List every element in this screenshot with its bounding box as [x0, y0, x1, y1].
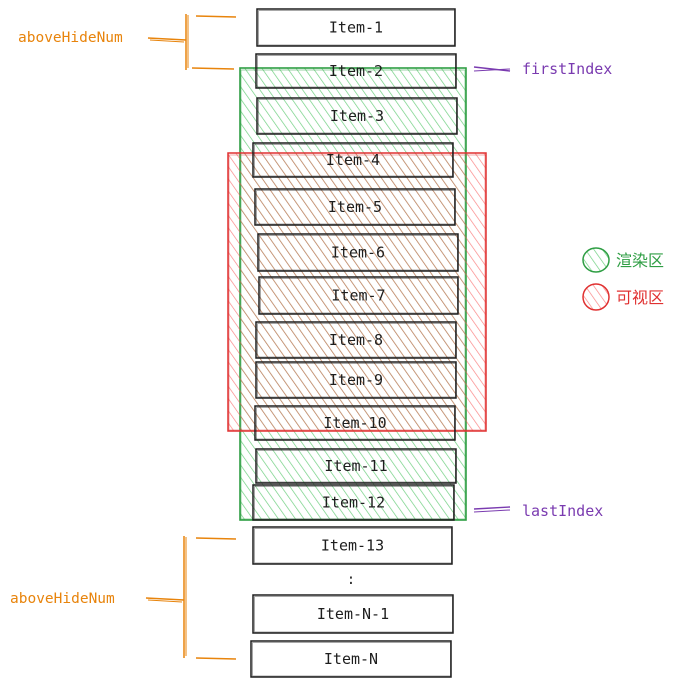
- list-item-box: [252, 484, 455, 521]
- list-item: Item-4: [252, 142, 454, 178]
- first-index-label: firstIndex: [522, 60, 612, 78]
- list-item-label: Item-2: [329, 62, 383, 80]
- last-index-label: lastIndex: [522, 502, 603, 520]
- list-item-label: Item-12: [322, 494, 385, 512]
- list-item: Item-7: [258, 276, 459, 315]
- list-item: Item-3: [256, 97, 458, 135]
- legend: 渲染区 可视区: [582, 247, 664, 311]
- list-item-label: Item-7: [331, 287, 385, 305]
- list-item-box-sketch: [259, 235, 458, 271]
- above-hide-bracket-top: [147, 14, 237, 70]
- list-item-label: Item-8: [329, 331, 383, 349]
- visible-area: [227, 152, 487, 432]
- list-item-box: [252, 142, 454, 178]
- list-item-box: [257, 233, 459, 272]
- list-item: Item-10: [254, 405, 456, 441]
- above-hide-bracket-bottom: [145, 536, 237, 660]
- list-item-label: Item-1: [329, 19, 383, 37]
- legend-visible-swatch: [582, 283, 610, 311]
- list-item-box-sketch: [252, 642, 451, 677]
- list-item-box-sketch: [256, 190, 455, 225]
- list-item-label: Item-3: [330, 107, 384, 125]
- list-item-box: [255, 53, 457, 89]
- list-item-box: [250, 640, 452, 678]
- list-item-box: [255, 448, 457, 484]
- list-item-label: Item-N: [324, 650, 378, 668]
- list-item-label: Item-6: [331, 244, 385, 262]
- list-item-box-sketch: [258, 10, 455, 46]
- list-item-box: [255, 321, 457, 359]
- list-item-box-sketch: [254, 144, 453, 177]
- first-index-pointer: [473, 66, 511, 72]
- ellipsis-dots: :: [347, 572, 355, 588]
- list-item-box: [254, 188, 456, 226]
- list-item-label: Item-11: [324, 457, 387, 475]
- list-item-box-sketch: [258, 99, 457, 134]
- list-item-box-sketch: [254, 486, 454, 520]
- list-item-box: [256, 97, 458, 135]
- list-item-box: [258, 276, 459, 315]
- legend-visible-label: 可视区: [616, 288, 664, 307]
- list-item: Item-8: [255, 321, 457, 359]
- list-item-box: [252, 526, 453, 565]
- list-item: Item-13: [252, 526, 453, 565]
- list-item-box-sketch: [257, 363, 456, 398]
- list-item-box-sketch: [254, 596, 453, 633]
- list-item-box-sketch: [260, 278, 458, 314]
- list-item: Item-6: [257, 233, 459, 272]
- last-index-pointer: [473, 506, 511, 513]
- list-item-box-sketch: [257, 55, 456, 88]
- list-item-label: Item-10: [323, 414, 386, 432]
- list-item-box-sketch: [256, 407, 455, 440]
- list-item: Item-N: [250, 640, 452, 678]
- list-item: Item-12: [252, 484, 455, 521]
- list-item-label: Item-9: [329, 371, 383, 389]
- list-item-label: Item-4: [326, 151, 380, 169]
- list-item-box-sketch: [254, 528, 452, 564]
- legend-render-swatch: [582, 247, 610, 273]
- list-item-box: [256, 8, 456, 47]
- list-item: Item-2: [255, 53, 457, 89]
- legend-render-label: 渲染区: [616, 251, 664, 270]
- list-item-box-sketch: [257, 323, 456, 358]
- above-hide-num-label-bottom: aboveHideNum: [10, 591, 115, 607]
- list-item-label: Item-13: [321, 537, 384, 555]
- list-item-label: Item-5: [328, 198, 382, 216]
- list-item: Item-5: [254, 188, 456, 226]
- item-list: Item-1Item-2Item-3Item-4Item-5Item-6Item…: [250, 8, 459, 678]
- list-item: Item-1: [256, 8, 456, 47]
- above-hide-num-label-top: aboveHideNum: [18, 30, 123, 46]
- list-item: Item-N-1: [252, 594, 454, 634]
- list-item: Item-11: [255, 448, 457, 484]
- list-item-box: [255, 361, 457, 399]
- list-item-box: [254, 405, 456, 441]
- list-item-label: Item-N-1: [317, 605, 389, 623]
- list-item-box: [252, 594, 454, 634]
- list-item: Item-9: [255, 361, 457, 399]
- list-item-box-sketch: [257, 450, 456, 483]
